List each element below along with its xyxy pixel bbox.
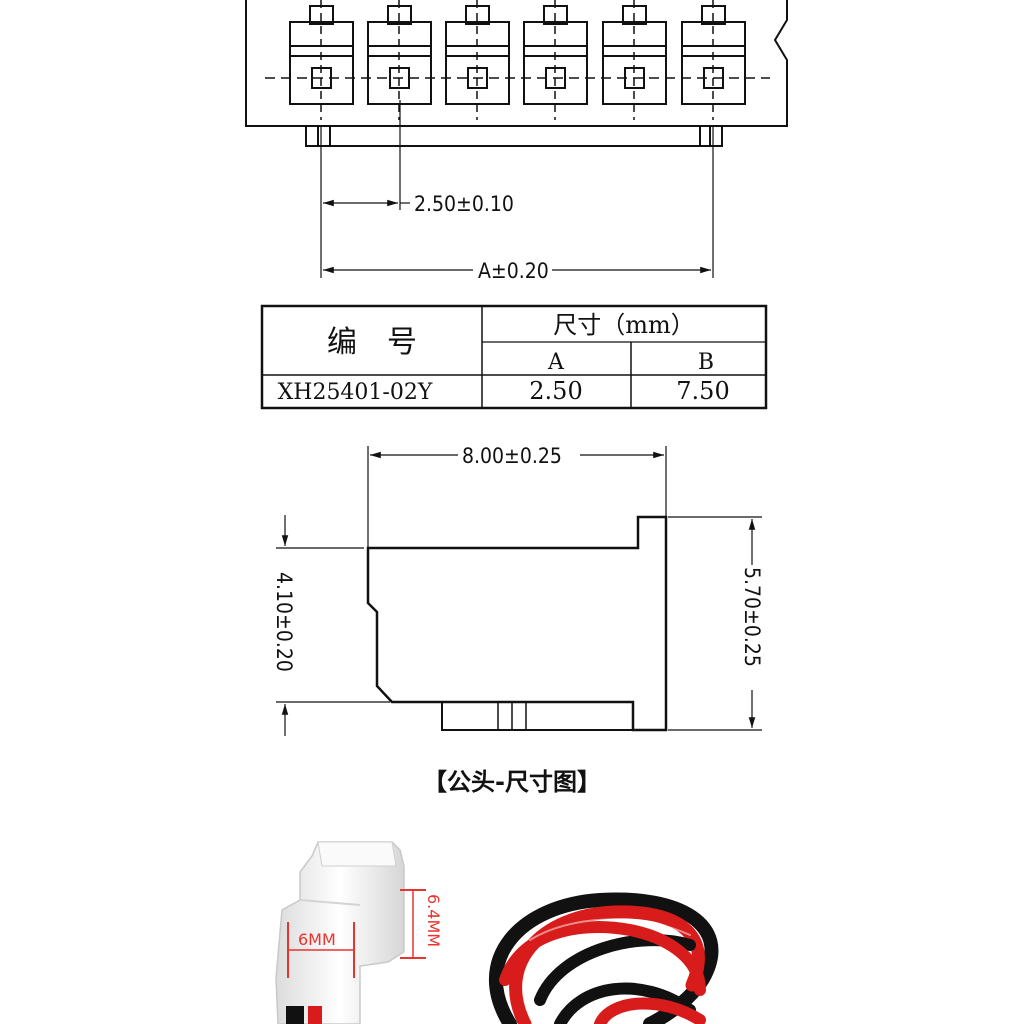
row-b-value: 7.50 (676, 377, 729, 405)
base-strip (305, 126, 723, 147)
header-col-b: B (698, 350, 714, 375)
width-tag: 6MM (298, 930, 336, 949)
span-label: A±0.20 (478, 259, 549, 283)
pin-cell (602, 0, 667, 120)
figure-caption: 【公头-尺寸图】 (423, 768, 601, 796)
row-a-value: 2.50 (529, 377, 582, 405)
right-height-label: 5.70±0.25 (740, 567, 764, 667)
header-size: 尺寸（mm） (553, 311, 695, 339)
housing-outline (245, 0, 788, 127)
top-view (245, 0, 788, 278)
spec-table (260, 304, 768, 410)
pin-cell (681, 0, 746, 120)
pin-cell (523, 0, 588, 120)
pin-cell (289, 0, 354, 120)
pitch-label: 2.50±0.10 (414, 192, 514, 216)
side-view (366, 515, 668, 732)
side-foot (441, 702, 633, 731)
pin-cell (445, 0, 510, 120)
header-col-a: A (547, 350, 565, 375)
row-part-no: XH25401-02Y (278, 380, 433, 405)
plug-photo (275, 841, 426, 1024)
width-label: 8.00±0.25 (462, 444, 562, 468)
height-tag: 6.4MM (424, 894, 443, 947)
wire-bundle-photo (488, 892, 719, 1024)
left-height-label: 4.10±0.20 (272, 572, 296, 672)
header-part-no: 编 号 (327, 325, 417, 360)
side-profile (366, 515, 668, 732)
plug-body (275, 841, 405, 1024)
pin-cells (289, 0, 746, 120)
